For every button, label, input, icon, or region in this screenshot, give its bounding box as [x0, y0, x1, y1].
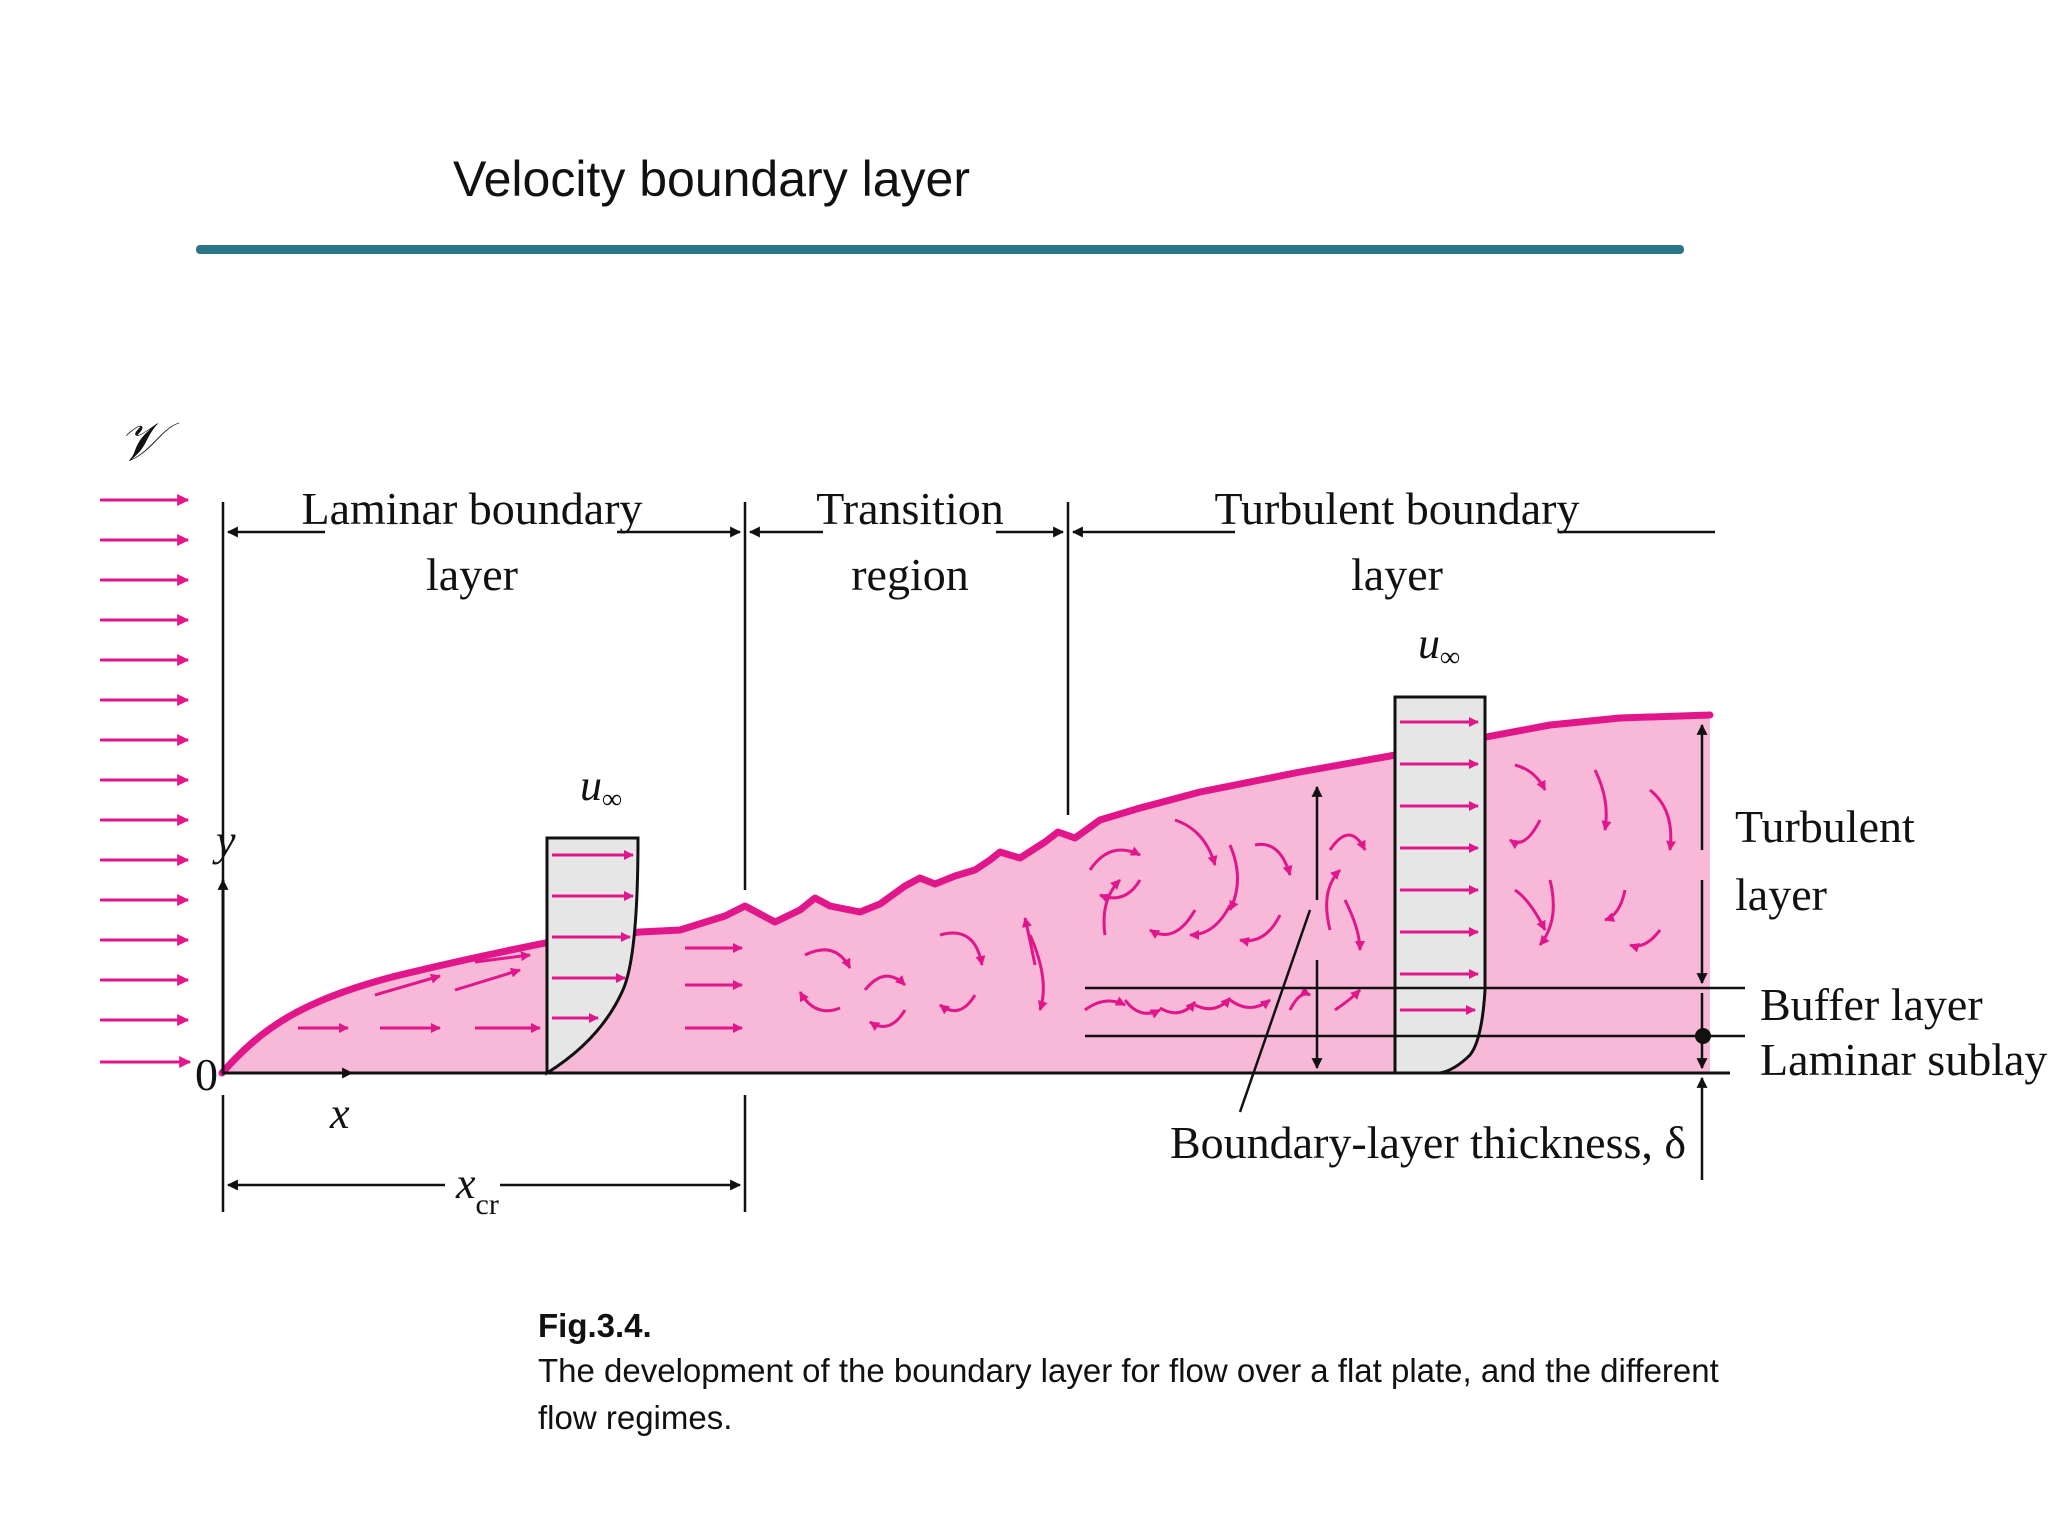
- transition-region-label-2: region: [851, 549, 969, 600]
- transition-region-label: Transition: [816, 483, 1003, 534]
- layer-divider-lines: [1085, 986, 1745, 1038]
- turbulent-region-label: Turbulent boundary: [1214, 483, 1579, 534]
- laminar-sublayer-label: Laminar sublayer: [1760, 1034, 2048, 1085]
- thickness-label: Boundary-layer thickness, δ: [1170, 1117, 1686, 1168]
- y-axis-label: y: [212, 816, 236, 865]
- turbulent-velocity-profile: [1393, 695, 1487, 1075]
- x-axis-label: x: [329, 1089, 350, 1138]
- turbulent-region-label-2: layer: [1351, 549, 1443, 600]
- xcr-dimension: [221, 1095, 747, 1212]
- slide-title: Velocity boundary layer: [453, 151, 970, 207]
- xcr-label: xcr: [455, 1159, 499, 1221]
- transition-eddies: [798, 917, 1048, 1032]
- buffer-layer-arrows: [1084, 986, 1362, 1019]
- origin-label: 0: [195, 1049, 218, 1100]
- laminar-region-label: Laminar boundary: [301, 483, 642, 534]
- laminar-region-label-2: layer: [426, 549, 518, 600]
- boundary-layer-region: [222, 715, 1710, 1073]
- laminar-flow-arrows: [298, 943, 743, 1033]
- sublayer-marker: [1695, 1028, 1711, 1044]
- velocity-symbol: 𝒱: [118, 412, 180, 472]
- figure-caption: Fig.3.4. The development of the boundary…: [538, 1305, 1738, 1441]
- axes: [217, 878, 354, 1079]
- turbulent-u-inf-label: u∞: [1418, 619, 1460, 673]
- thickness-dimension: [1238, 785, 1323, 1113]
- laminar-velocity-profile: [545, 836, 640, 1076]
- free-stream-arrows: [100, 494, 192, 1068]
- laminar-u-inf-label: u∞: [580, 761, 622, 815]
- caption-body: The development of the boundary layer fo…: [538, 1352, 1719, 1436]
- turbulent-layer-label: Turbulent: [1735, 801, 1915, 852]
- turbulent-layer-label-2: layer: [1735, 869, 1827, 920]
- turbulent-eddies: [1088, 763, 1677, 953]
- title-divider: [196, 245, 1684, 254]
- buffer-layer-label: Buffer layer: [1760, 979, 1983, 1030]
- caption-title: Fig.3.4.: [538, 1307, 652, 1344]
